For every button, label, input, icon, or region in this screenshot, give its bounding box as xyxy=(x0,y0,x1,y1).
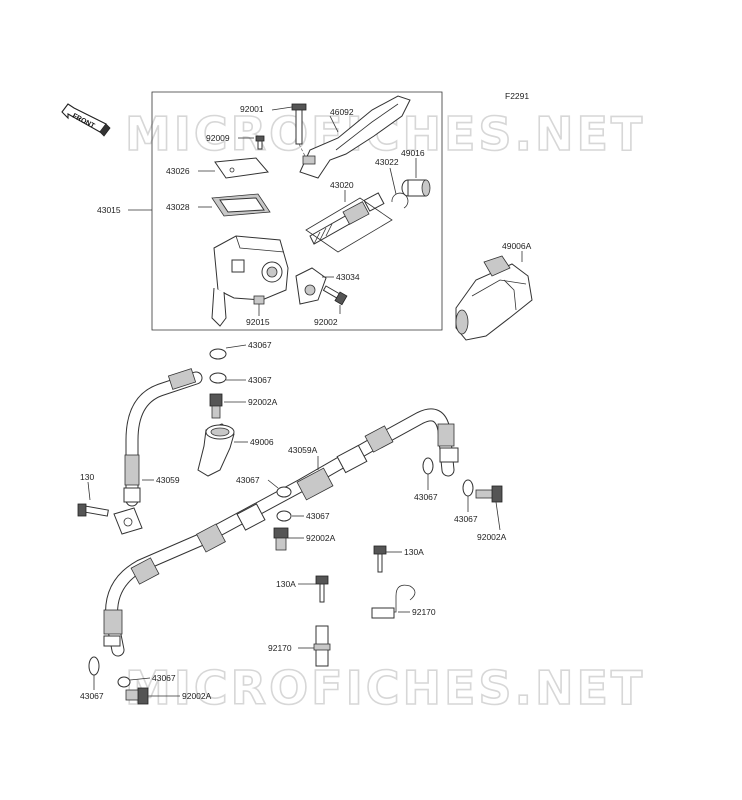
boot-49006 xyxy=(197,423,235,477)
washer-43067-c xyxy=(276,486,292,498)
label-130A-1: 130A xyxy=(404,547,424,557)
label-43067-1: 43067 xyxy=(248,340,272,350)
label-43020: 43020 xyxy=(330,180,354,190)
cap-43026 xyxy=(214,157,269,179)
label-92002A-3: 92002A xyxy=(306,533,336,543)
label-43067-6: 43067 xyxy=(454,514,478,524)
piston-kit-43020 xyxy=(309,192,385,245)
hose-43059A xyxy=(103,408,459,657)
label-43015: 43015 xyxy=(97,205,121,215)
label-43034: 43034 xyxy=(336,272,360,282)
label-49006A: 49006A xyxy=(502,241,532,251)
washer-43067-g xyxy=(88,656,100,676)
label-92002A-4: 92002A xyxy=(182,691,212,701)
diagram-id: F2291 xyxy=(505,91,529,101)
label-92015: 92015 xyxy=(246,317,270,327)
screw-92009 xyxy=(255,135,265,150)
bolt-130A-b xyxy=(315,575,329,603)
label-43067-5: 43067 xyxy=(306,511,330,521)
hose-43059 xyxy=(123,368,203,507)
label-92002A-2: 92002A xyxy=(477,532,507,542)
label-49016: 49016 xyxy=(401,148,425,158)
diaphragm-43028 xyxy=(211,193,271,217)
washer-43067-b xyxy=(209,372,227,384)
label-43059: 43059 xyxy=(156,475,180,485)
label-43067-2: 43067 xyxy=(248,375,272,385)
label-46092: 46092 xyxy=(330,107,354,117)
label-43026: 43026 xyxy=(166,166,190,176)
washer-43067-e xyxy=(422,457,434,475)
label-92002A-1: 92002A xyxy=(248,397,278,407)
clamp-43034 xyxy=(295,267,327,305)
clamp-92170-a xyxy=(371,584,416,619)
master-cylinder-body xyxy=(211,235,289,327)
label-43067-3: 43067 xyxy=(236,475,260,485)
bolt-130A-a xyxy=(373,545,387,573)
banjo-bolt-92002A-a xyxy=(209,393,223,419)
banjo-fitting-130 xyxy=(77,503,143,535)
assembly-box xyxy=(151,91,443,331)
washer-43067-f xyxy=(462,479,474,497)
washer-43067-d xyxy=(276,510,292,522)
label-92001: 92001 xyxy=(240,104,264,114)
label-43067-7: 43067 xyxy=(152,673,176,683)
label-130: 130 xyxy=(80,472,94,482)
bolt-92002 xyxy=(322,285,348,306)
label-92170-1: 92170 xyxy=(412,607,436,617)
label-49006: 49006 xyxy=(250,437,274,447)
label-92002: 92002 xyxy=(314,317,338,327)
label-43067-8: 43067 xyxy=(80,691,104,701)
washer-43067-a xyxy=(209,348,227,360)
label-92009: 92009 xyxy=(206,133,230,143)
label-130A-2: 130A xyxy=(276,579,296,589)
watermark-bottom: MICROFICHES.NET xyxy=(125,661,645,715)
label-43028: 43028 xyxy=(166,202,190,212)
lever-46092 xyxy=(299,95,411,179)
front-arrow-icon: FRONT xyxy=(61,103,111,137)
banjo-bolt-92002A-c xyxy=(475,485,503,503)
boot-49016 xyxy=(401,179,431,197)
label-43067-4: 43067 xyxy=(414,492,438,502)
label-43022: 43022 xyxy=(375,157,399,167)
nut-92015 xyxy=(253,295,265,305)
label-92170-2: 92170 xyxy=(268,643,292,653)
cover-49006A xyxy=(455,255,533,341)
label-43059A: 43059A xyxy=(288,445,318,455)
clamp-92170-b xyxy=(313,625,331,667)
banjo-bolt-92002A-b xyxy=(273,527,289,551)
washer-43067-h xyxy=(117,676,131,688)
